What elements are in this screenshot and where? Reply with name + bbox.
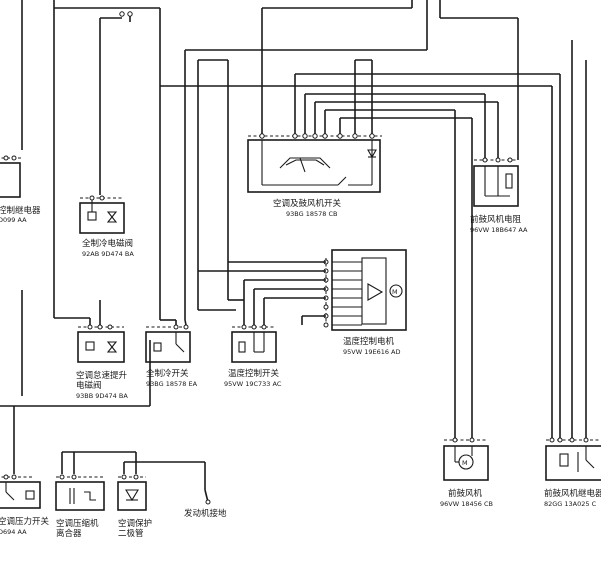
temp-motor-wiring [198,261,326,325]
temp-control-motor: M 温度控制电机 95VW 19E616 AD [323,249,407,356]
solenoid-icon [87,211,97,221]
front-blower-resistor-name: 前鼓风机电阻 [470,214,522,225]
front-blower-relay: 前鼓风机继电器 82GG 13A025 C [544,437,601,508]
resistor-icon [505,173,513,189]
front-blower-resistor-code: 96VW 18B647 AA [470,226,528,234]
valve-icon [106,211,118,223]
relay-left: 控制继电器 D099 AA [0,155,41,224]
ac-protect-diode-name-2: 二极管 [118,528,144,539]
ac-pressure-switch-code: D694 AA [0,528,27,536]
ac-idle-solenoid-name-1: 空调怠速提升 [76,370,128,381]
motor-icon [389,284,403,298]
ac-solenoid-valve: 全制冷电磁阀 92AB 9D474 BA [79,195,134,258]
front-blower-relay-name: 前鼓风机继电器 [544,488,601,499]
ac-solenoid-valve-name: 全制冷电磁阀 [82,238,133,249]
ac-pressure-switch: 空调压力开关 D694 AA [0,474,50,536]
ac-solenoid-valve-code: 92AB 9D474 BA [82,250,134,258]
front-blower-motor-code: 96VW 18456 CB [440,500,493,508]
temp-control-switch-code: 95VW 19C733 AC [224,380,282,388]
ac-idle-solenoid-code: 93BB 9D474 BA [76,392,128,400]
relay-coil-icon [153,342,162,352]
top-wiring [21,0,587,440]
ac-compressor-clutch-name-2: 离合器 [56,528,82,539]
ac-compressor-clutch-name-1: 空调压缩机 [56,518,99,529]
ac-protect-diode-name-1: 空调保护 [118,518,152,529]
temp-control-switch: 温度控制开关 95VW 19C733 AC [224,324,282,388]
svg-text:M: M [462,459,468,467]
lower-left-wiring [0,340,209,503]
diode-icon [367,149,377,159]
ac-idle-solenoid: 空调怠速提升 电磁阀 93BB 9D474 BA [21,240,128,400]
relay-left-code: D099 AA [0,216,27,224]
temp-control-switch-name: 温度控制开关 [228,368,280,379]
engine-ground-name: 发动机接地 [184,508,227,519]
ac-protect-diode: 空调保护 二极管 [117,474,152,539]
ac-pressure-switch-name: 空调压力开关 [0,516,50,527]
front-blower-motor: M 前鼓风机 96VW 18456 CB [440,437,493,508]
ac-compressor-clutch: 空调压缩机 离合器 [55,474,105,539]
amplifier-icon [367,283,384,301]
engine-ground: 发动机接地 [184,499,227,519]
ac-idle-solenoid-name-2: 电磁阀 [76,380,102,391]
front-blower-motor-name: 前鼓风机 [448,488,483,499]
front-blower-resistor: 前鼓风机电阻 96VW 18B647 AA [470,157,528,234]
ac-blower-switch-code: 93BG 18578 CB [286,210,337,218]
svg-text:M: M [392,288,398,296]
ac-blower-switch-name: 空调及鼓风机开关 [273,198,342,209]
temp-control-motor-name: 温度控制电机 [343,336,395,347]
ac-blower-switch: 空调及鼓风机开关 93BG 18578 CB [247,133,382,218]
temp-control-motor-code: 95VW 19E616 AD [343,348,401,356]
full-cool-switch-name: 全制冷开关 [146,368,189,379]
relay-left-name: 控制继电器 [0,205,41,216]
full-cool-switch-code: 93BG 18578 EA [146,380,198,388]
full-cool-switch: 全制冷开关 93BG 18578 EA [145,319,198,388]
front-blower-relay-code: 82GG 13A025 C [544,500,597,508]
